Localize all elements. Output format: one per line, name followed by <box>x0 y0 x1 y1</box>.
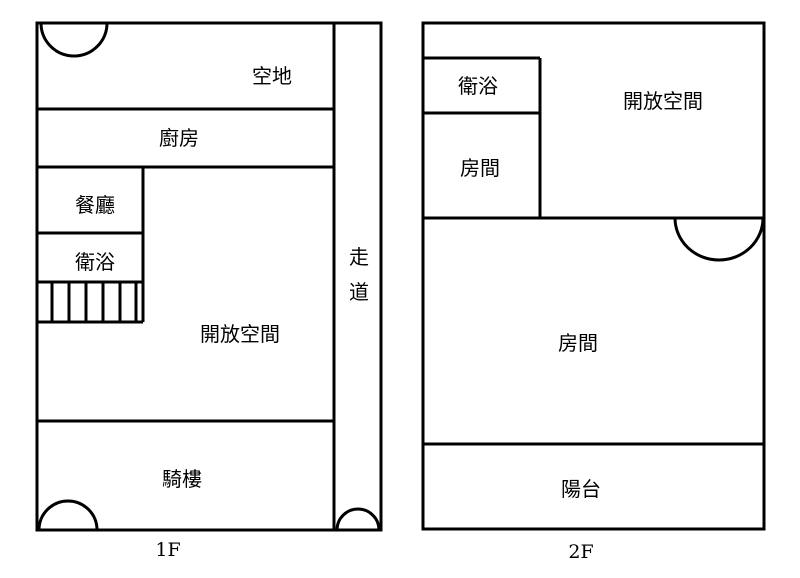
label-large-room: 房間 <box>558 331 598 355</box>
caption-2f: 2F <box>568 541 593 563</box>
label-arcade: 騎樓 <box>162 467 202 491</box>
label-balcony: 陽台 <box>561 477 601 501</box>
label-open-space-1f: 開放空間 <box>200 322 280 346</box>
label-bathroom-2f: 衛浴 <box>458 74 498 98</box>
door-open-lot <box>39 21 109 58</box>
label-open-space-2f: 開放空間 <box>623 89 703 113</box>
label-open-lot: 空地 <box>252 64 292 88</box>
label-small-room: 房間 <box>460 156 500 180</box>
label-corridor-char-1: 走 <box>349 245 369 269</box>
label-corridor-char-2: 道 <box>349 280 369 304</box>
caption-1f: 1F <box>155 539 180 561</box>
door-large-room <box>673 216 765 262</box>
door-arcade <box>37 499 99 532</box>
floor-1-outer-wall <box>35 21 383 532</box>
floor-2-outer-wall <box>421 21 766 531</box>
label-kitchen: 廚房 <box>159 126 199 150</box>
label-bathroom-1f: 衛浴 <box>75 250 115 274</box>
label-dining: 餐廳 <box>75 193 115 217</box>
floor-2-plan: 衛浴 開放空間 房間 房間 陽台 2F <box>421 21 766 563</box>
door-corridor <box>335 507 381 532</box>
staircase <box>37 282 143 324</box>
floor-1-plan: 空地 廚房 餐廳 衛浴 開放空間 騎樓 走 道 1F <box>35 21 383 561</box>
